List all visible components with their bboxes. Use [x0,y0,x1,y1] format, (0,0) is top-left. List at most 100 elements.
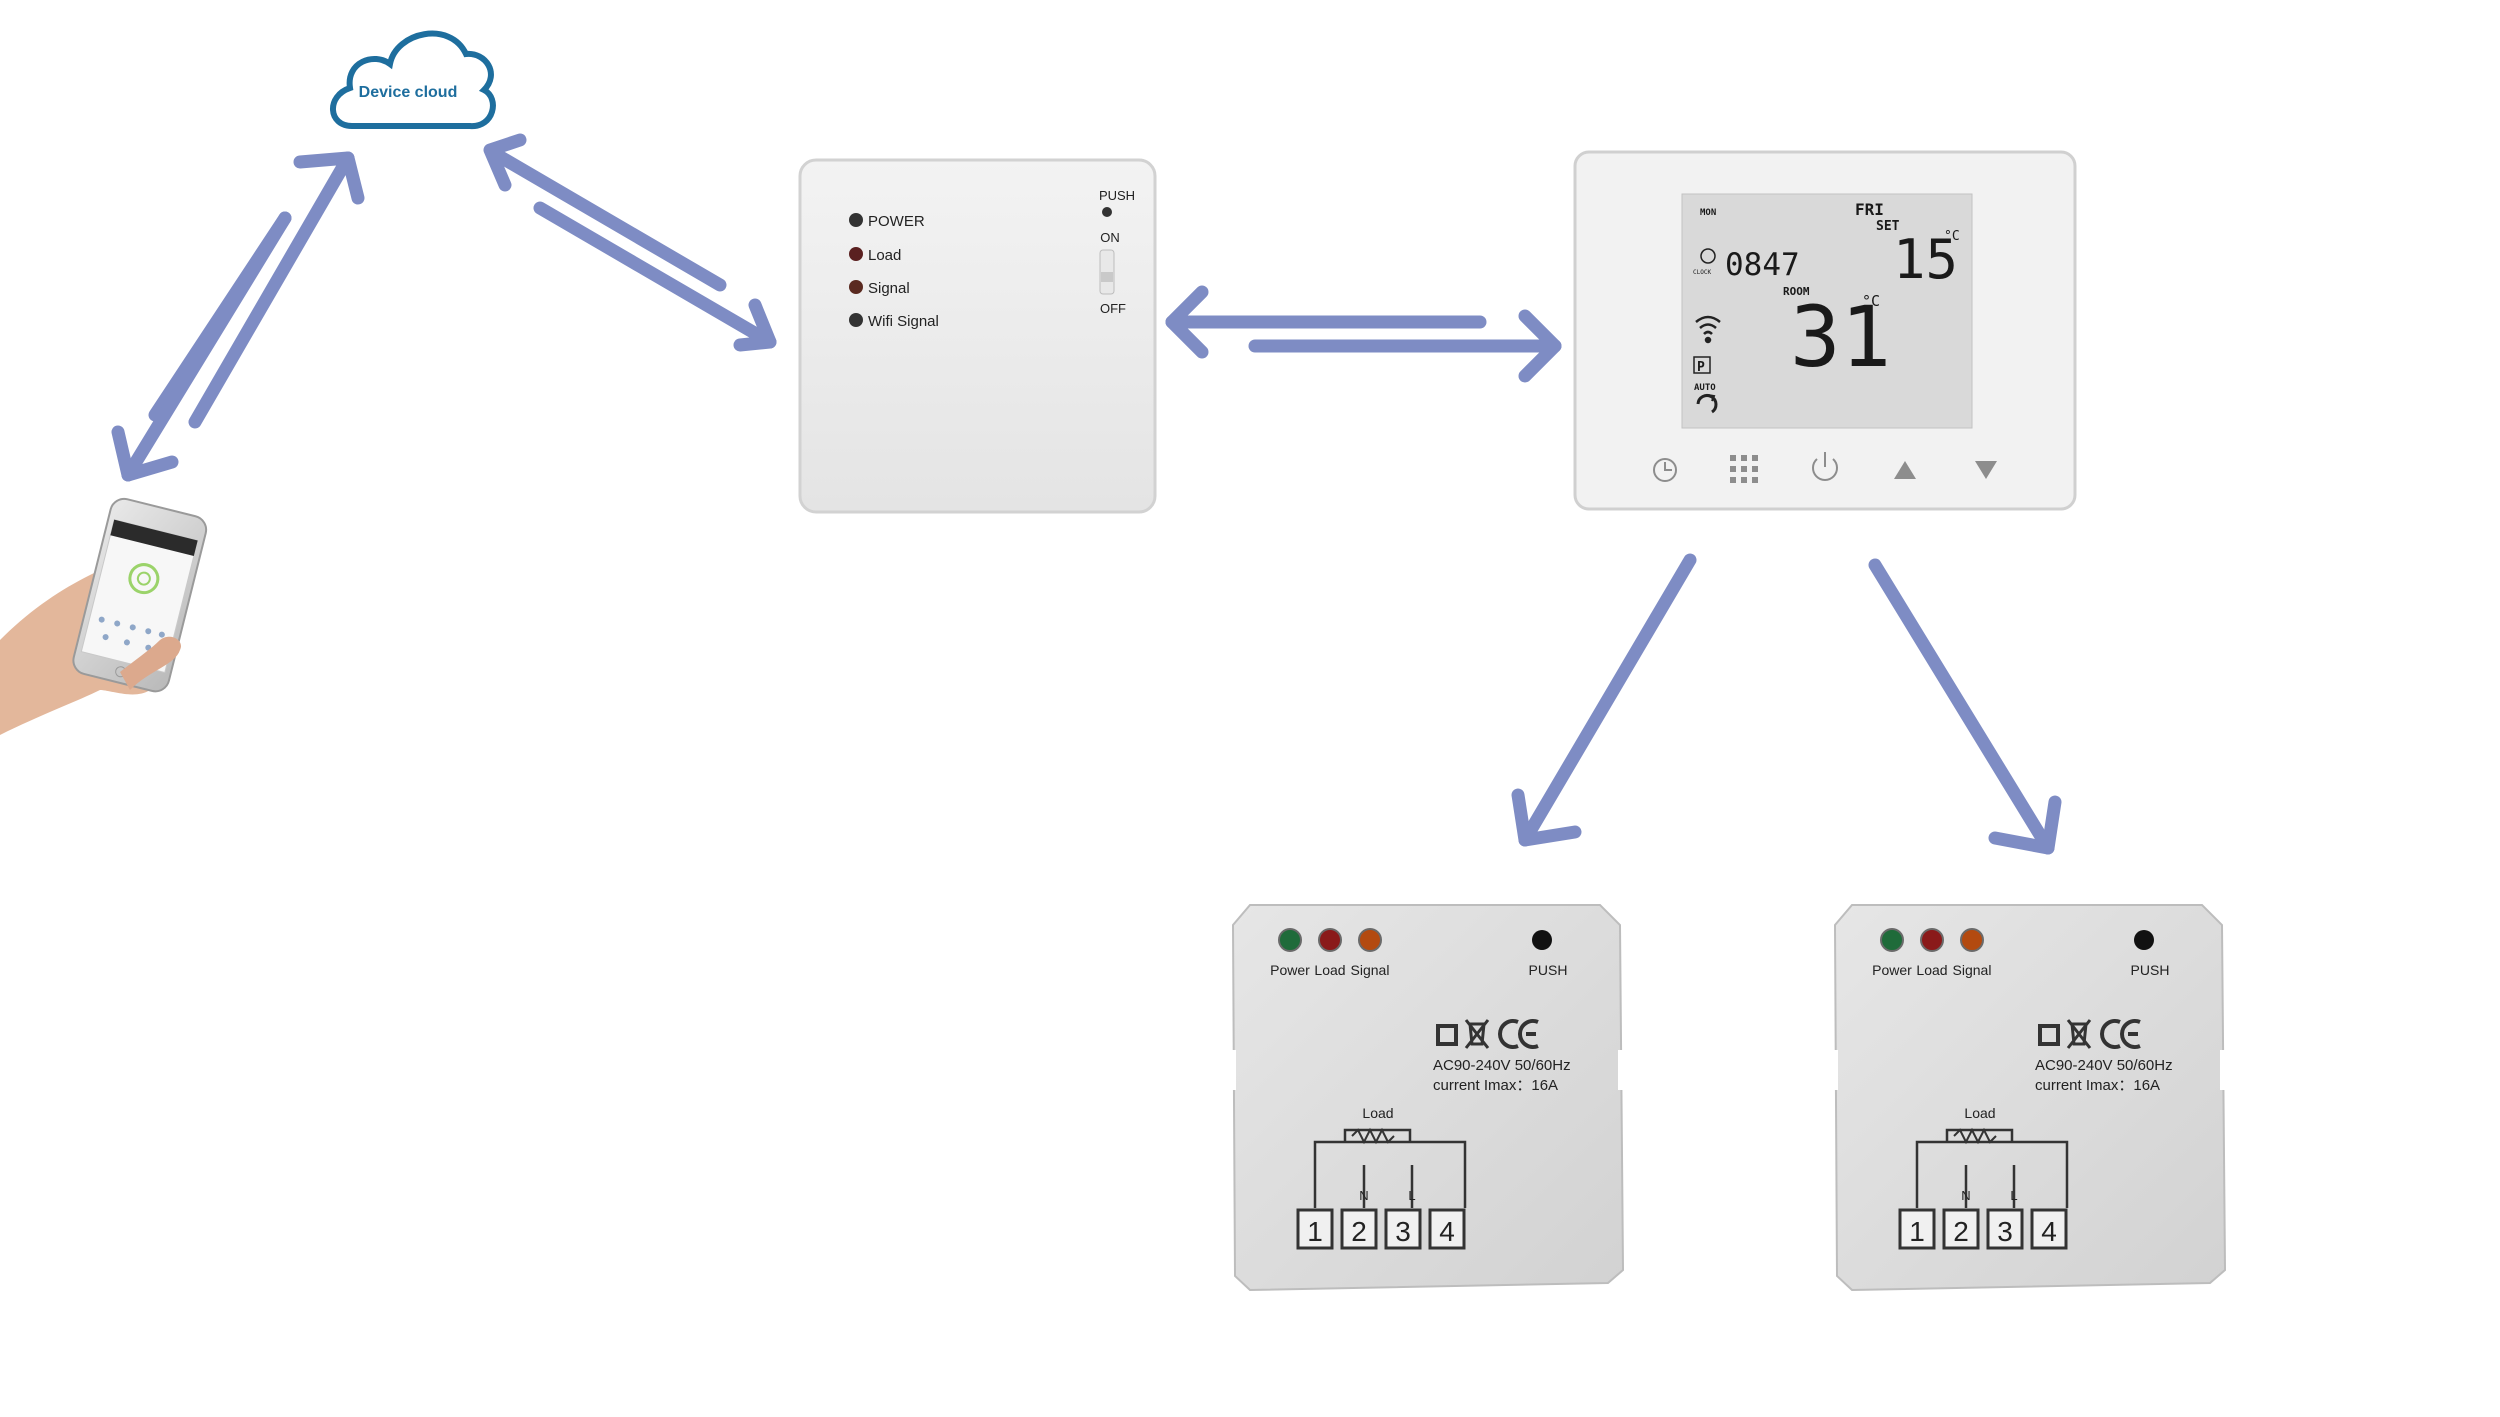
terminal-number: 3 [1395,1216,1411,1247]
arrow-thermostat-receiver-2 [1868,558,2062,855]
led-label: Signal [1953,962,1992,978]
load-label: Load [1964,1105,1995,1121]
cloud-label: Device cloud [359,84,458,101]
body-notch [1618,1050,1626,1090]
wiring-diagram [1313,1128,1467,1208]
terminal-box [1340,1208,1378,1250]
set-temperature: 15 [1893,228,1958,291]
load-resistor-icon [1351,1127,1395,1145]
indicator-wifi-label: Wifi Signal [868,313,939,330]
terminal-number: 2 [1953,1216,1969,1247]
wiring-diagram [1915,1128,2069,1208]
power-button-icon[interactable] [1812,452,1838,481]
terminal-n-label: N [1961,1188,1970,1203]
terminal-n-label: N [1359,1188,1368,1203]
auto-label: AUTO [1694,383,1716,393]
body-notch [2220,1050,2228,1090]
spec-current: current Imax：16A [1433,1077,1558,1094]
room-unit: °C [1862,292,1880,310]
program-p-label: P [1697,360,1705,375]
day-fri: FRI [1855,200,1884,219]
terminal-box [1296,1208,1334,1250]
app-power-icon [128,563,160,595]
set-label: SET [1876,219,1900,234]
push-button[interactable] [1102,207,1112,217]
clock-button-icon[interactable] [1653,458,1677,482]
double-insulation-icon [2038,1024,2060,1046]
terminal-number: 1 [1909,1216,1925,1247]
indicator-power-label: POWER [868,213,925,230]
receiver-body [1833,904,2227,1292]
push-label: PUSH [1099,188,1135,203]
smartphone-in-hand [0,497,208,735]
wifi-icon [1695,315,1721,344]
lcd-screen [1681,193,1973,429]
spec-voltage: AC90-240V 50/60Hz [1433,1057,1571,1074]
clock-time: 0847 [1725,247,1800,283]
terminal-number: 1 [1307,1216,1323,1247]
terminal-number: 2 [1351,1216,1367,1247]
double-insulation-icon [1436,1024,1458,1046]
arrow-gateway-thermostat [1165,285,1562,383]
gateway-body [798,158,1157,514]
push-label: PUSH [1529,962,1568,978]
wifi-gateway: POWER Load Signal Wifi Signal PUSH ON OF… [798,158,1157,514]
load-resistor-icon [1953,1127,1997,1145]
cloud-icon [330,30,496,130]
clock-label: CLOCK [1693,269,1711,276]
led-indicator [1318,928,1342,952]
push-button[interactable] [1532,930,1552,950]
terminal-l-label: L [1408,1188,1415,1203]
ce-mark-icon [2100,1019,2141,1049]
down-arrow-button-icon[interactable] [1975,461,1997,479]
led-indicator [1920,928,1944,952]
terminal-number: 4 [1439,1216,1455,1247]
weee-bin-icon [1464,1019,1490,1049]
body-notch [1830,1050,1838,1090]
indicator-load-led [849,247,863,261]
push-button[interactable] [2134,930,2154,950]
room-temperature: 31 [1790,288,1891,386]
indicator-signal-label: Signal [868,280,910,297]
led-label: Power [1872,962,1912,978]
terminal-box [1428,1208,1466,1250]
body-notch [1228,1050,1236,1090]
indicator-wifi-led [849,313,863,327]
switch-on-label: ON [1100,230,1120,245]
device-cloud: Device cloud [330,30,496,130]
clock-indicator-icon [1700,248,1716,264]
arrow-phone-cloud [111,151,365,482]
indicator-signal-led [849,280,863,294]
terminal-number: 3 [1997,1216,2013,1247]
led-indicator [1960,928,1984,952]
spec-voltage: AC90-240V 50/60Hz [2035,1057,2173,1074]
set-unit: °C [1944,229,1960,244]
arrows [111,133,2062,855]
led-label: Signal [1351,962,1390,978]
led-indicator [1278,928,1302,952]
gateway-indicators: POWER Load Signal Wifi Signal [849,213,939,330]
terminal-number: 4 [2041,1216,2057,1247]
arrow-thermostat-receiver-1 [1511,553,1697,847]
terminal-box [1942,1208,1980,1250]
led-indicator [1880,928,1904,952]
thermostat: MON FRI SET 15 °C CLOCK 0847 ROOM 31 °C … [1573,150,2077,511]
terminal-box [1384,1208,1422,1250]
program-p-icon [1693,356,1711,374]
up-arrow-button-icon[interactable] [1894,461,1916,479]
terminal-box [1986,1208,2024,1250]
auto-mode-icon [1696,394,1718,414]
arrow-cloud-gateway [483,133,777,352]
weee-bin-icon [2066,1019,2092,1049]
terminal-box [1898,1208,1936,1250]
menu-grid-button-icon[interactable] [1730,455,1758,483]
led-label: Load [1916,962,1947,978]
led-label: Load [1314,962,1345,978]
day-mon: MON [1700,208,1716,218]
terminal-box [2030,1208,2068,1250]
led-indicator [1358,928,1382,952]
push-label: PUSH [2131,962,2170,978]
